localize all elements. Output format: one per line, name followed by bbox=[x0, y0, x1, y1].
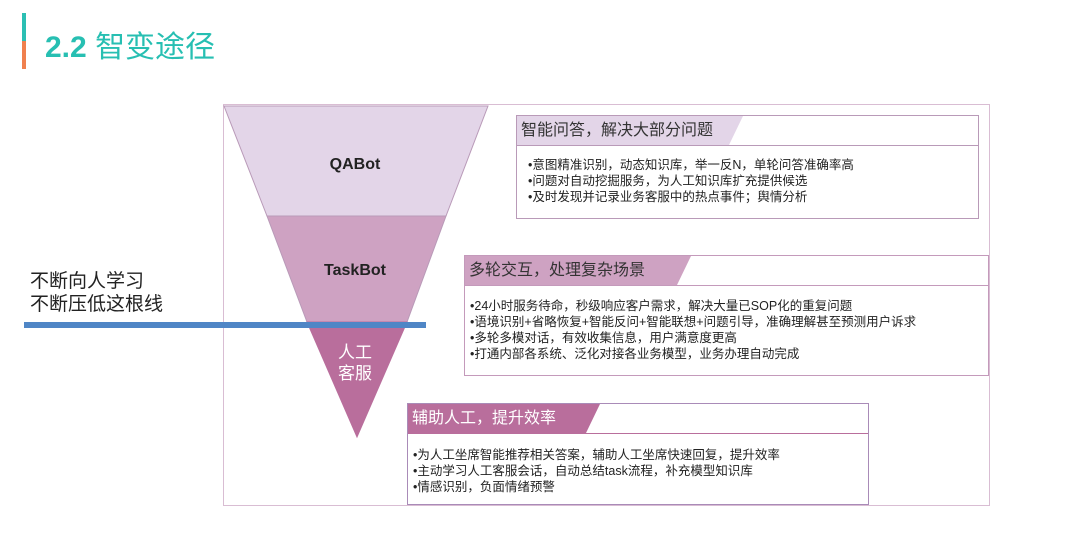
list-item: 意图精准识别，动态知识库，举一反N，单轮问答准确率高 bbox=[528, 157, 854, 173]
left-note: 不断向人学习 不断压低这根线 bbox=[30, 270, 163, 316]
human-threshold-line bbox=[24, 322, 426, 328]
qabot-box-heading: 智能问答，解决大部分问题 bbox=[517, 116, 743, 145]
taskbot-box-heading: 多轮交互，处理复杂场景 bbox=[465, 256, 691, 285]
list-item: 及时发现并记录业务客服中的热点事件；舆情分析 bbox=[528, 189, 854, 205]
title-accent-bar bbox=[22, 13, 26, 69]
taskbot-box-divider bbox=[465, 285, 988, 286]
list-item: 语境识别+省略恢复+智能反问+智能联想+问题引导，准确理解甚至预测用户诉求 bbox=[470, 314, 916, 330]
human-box-divider bbox=[408, 433, 868, 434]
section-number: 2.2 bbox=[45, 31, 87, 64]
qabot-box-divider bbox=[517, 145, 978, 146]
qabot-feature-list: 意图精准识别，动态知识库，举一反N，单轮问答准确率高 问题对自动挖掘服务，为人工… bbox=[528, 157, 854, 205]
section-title: 智变途径 bbox=[95, 31, 216, 64]
taskbot-description-box: 多轮交互，处理复杂场景 24小时服务待命，秒级响应客户需求，解决大量已SOP化的… bbox=[464, 255, 989, 376]
left-note-line2: 不断压低这根线 bbox=[30, 294, 164, 315]
list-item: 打通内部各系统、泛化对接各业务模型，业务办理自动完成 bbox=[470, 346, 916, 362]
list-item: 多轮多模对话，有效收集信息，用户满意度更高 bbox=[470, 330, 916, 346]
funnel-label-taskbot: TaskBot bbox=[324, 262, 386, 279]
list-item: 24小时服务待命，秒级响应客户需求，解决大量已SOP化的重复问题 bbox=[470, 298, 916, 314]
list-item: 主动学习人工客服会话，自动总结task流程，补充模型知识库 bbox=[413, 463, 780, 479]
list-item: 问题对自动挖掘服务，为人工知识库扩充提供候选 bbox=[528, 173, 854, 189]
diagram-frame bbox=[223, 104, 990, 506]
funnel-label-human: 人工 客服 bbox=[325, 342, 385, 384]
taskbot-feature-list: 24小时服务待命，秒级响应客户需求，解决大量已SOP化的重复问题 语境识别+省略… bbox=[470, 298, 916, 362]
list-item: 为人工坐席智能推荐相关答案，辅助人工坐席快速回复，提升效率 bbox=[413, 447, 780, 463]
human-feature-list: 为人工坐席智能推荐相关答案，辅助人工坐席快速回复，提升效率 主动学习人工客服会话… bbox=[413, 447, 780, 495]
funnel-label-human-line1: 人工 bbox=[338, 343, 372, 362]
human-box-heading: 辅助人工，提升效率 bbox=[408, 404, 600, 433]
funnel-label-qabot: QABot bbox=[329, 156, 381, 173]
list-item: 情感识别，负面情绪预警 bbox=[413, 479, 780, 495]
qabot-description-box: 智能问答，解决大部分问题 意图精准识别，动态知识库，举一反N，单轮问答准确率高 … bbox=[516, 115, 979, 219]
title-accent-teal bbox=[22, 13, 26, 41]
left-note-line1: 不断向人学习 bbox=[30, 271, 145, 292]
page-title: 2.2 智变途径 bbox=[45, 30, 215, 66]
title-accent-orange bbox=[22, 41, 26, 69]
funnel-label-human-line2: 客服 bbox=[338, 364, 372, 383]
human-assist-description-box: 辅助人工，提升效率 为人工坐席智能推荐相关答案，辅助人工坐席快速回复，提升效率 … bbox=[407, 403, 869, 505]
